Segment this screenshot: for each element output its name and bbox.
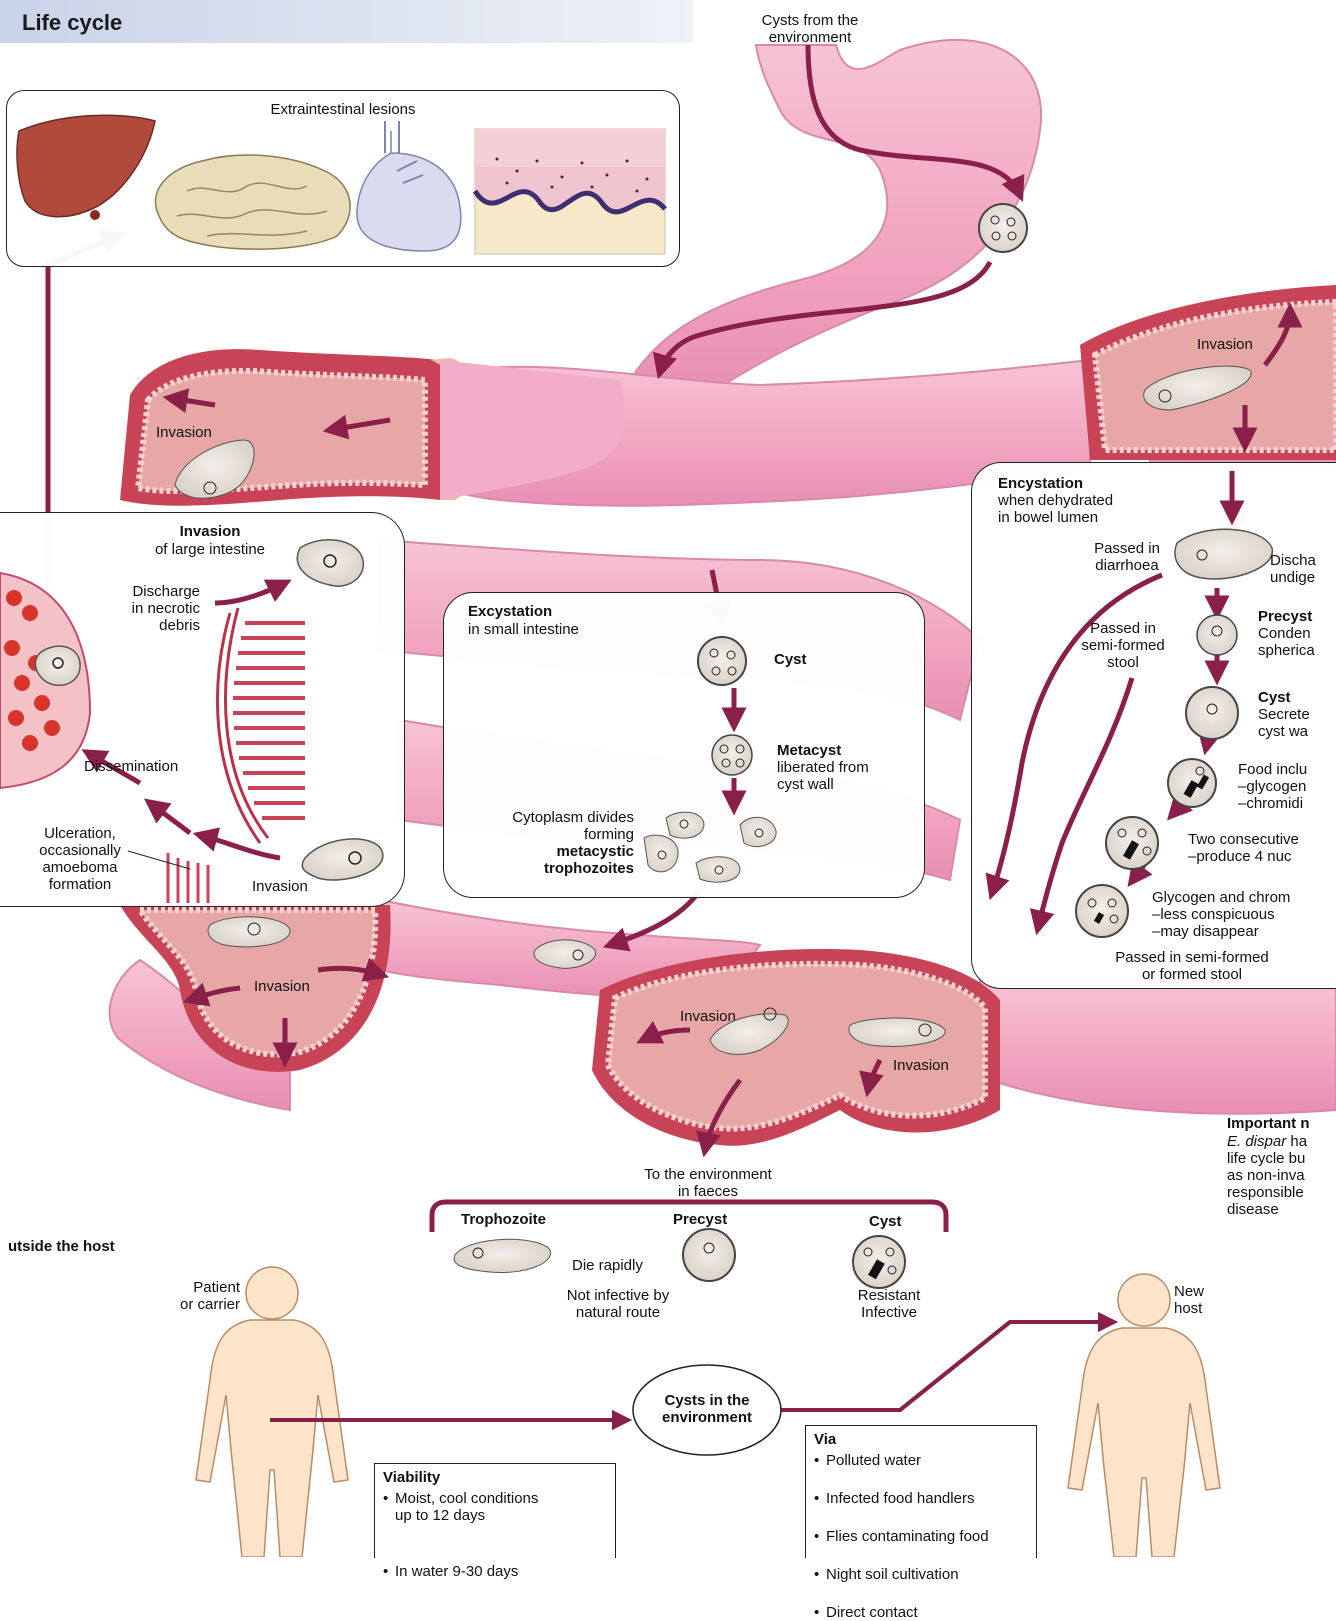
cyst-icon bbox=[1168, 759, 1216, 807]
cyst-label: Cyst bbox=[774, 651, 807, 668]
via-item: Night soil cultivation bbox=[814, 1566, 1044, 1583]
intestinal-wall-section bbox=[218, 608, 268, 843]
important-note-title: Important n bbox=[1227, 1115, 1310, 1132]
lung-icon bbox=[357, 121, 461, 251]
important-note-body: life cycle bu as non-inva responsible di… bbox=[1227, 1150, 1305, 1218]
colon-section-bottom bbox=[592, 949, 1000, 1146]
precyst-title: Precyst bbox=[1258, 608, 1312, 625]
dissemination-label: Dissemination bbox=[84, 758, 178, 775]
excystation-subtitle: in small intestine bbox=[468, 621, 579, 638]
life-cycle-diagram: Life cycle Cysts from the environment Ex… bbox=[0, 0, 1336, 1557]
cyst-icon bbox=[1106, 817, 1158, 869]
discharge-partial-label: Discha undige bbox=[1270, 552, 1316, 586]
invasion-label-upper-left: Invasion bbox=[156, 424, 212, 441]
excystation-panel: Excystation in small intestine Cyst Meta… bbox=[443, 592, 925, 898]
patient-label: Patient or carrier bbox=[140, 1279, 240, 1313]
precyst-icon bbox=[1197, 615, 1237, 655]
resistant-infective-label: Resistant Infective bbox=[829, 1287, 949, 1321]
trophozoite-heading: Trophozoite bbox=[461, 1211, 546, 1228]
trophozoite-icon bbox=[1175, 529, 1272, 579]
via-item: Direct contact bbox=[814, 1604, 1044, 1621]
outside-host-heading: utside the host bbox=[8, 1238, 115, 1255]
header-bar: Life cycle bbox=[0, 0, 693, 43]
via-item: Flies contaminating food bbox=[814, 1528, 1044, 1545]
skin-icon bbox=[475, 129, 665, 254]
page-title: Life cycle bbox=[22, 10, 122, 36]
excystation-title: Excystation bbox=[468, 603, 552, 620]
glycogen-label: Glycogen and chrom –less conspicuous –ma… bbox=[1152, 889, 1290, 940]
via-title: Via bbox=[814, 1431, 836, 1448]
invasion-panel: Invasion of large intestine Discharge in… bbox=[0, 512, 405, 907]
cyst-icon bbox=[698, 637, 746, 685]
cyst-icon bbox=[1186, 687, 1238, 739]
important-note-species: E. dispar bbox=[1227, 1133, 1286, 1150]
ulceration-label: Ulceration, occasionally amoeboma format… bbox=[20, 825, 140, 893]
encystation-title: Encystation bbox=[998, 475, 1083, 492]
viability-box: Viability Moist, cool conditions up to 1… bbox=[374, 1463, 616, 1558]
cyst-heading: Cyst bbox=[869, 1213, 902, 1230]
invasion-label-lower-left: Invasion bbox=[254, 978, 310, 995]
invasion-label-bottom-a: Invasion bbox=[680, 1008, 736, 1025]
via-item: Infected food handlers bbox=[814, 1490, 1044, 1507]
cyst-title: Cyst bbox=[1258, 689, 1291, 706]
ulceration-tissue bbox=[168, 853, 208, 903]
invasion-panel-title: Invasion bbox=[130, 523, 290, 540]
cytoplasm-divides-label: Cytoplasm divides forming bbox=[454, 809, 634, 843]
discharge-label: Discharge in necrotic debris bbox=[90, 583, 200, 634]
via-box: Via Polluted water Infected food handler… bbox=[805, 1425, 1037, 1558]
invasion-label-upper-right: Invasion bbox=[1197, 336, 1253, 353]
via-item: Polluted water bbox=[814, 1452, 1044, 1469]
passed-semiformed-label: Passed in semi-formed stool bbox=[1068, 620, 1178, 671]
important-note-first-line-rest: ha bbox=[1286, 1133, 1307, 1150]
organ-illustrations bbox=[7, 91, 679, 266]
two-consecutive-label: Two consecutive –produce 4 nuc bbox=[1188, 831, 1299, 865]
cyst-description: Secrete cyst wa bbox=[1258, 706, 1310, 740]
metacyst-description: liberated from cyst wall bbox=[777, 759, 869, 793]
important-note-first-line: E. dispar ha bbox=[1227, 1133, 1307, 1150]
viability-item: In water 9-30 days bbox=[383, 1563, 623, 1580]
precyst-description: Conden spherica bbox=[1258, 625, 1315, 659]
villi bbox=[233, 623, 305, 818]
precyst-heading: Precyst bbox=[673, 1211, 727, 1228]
new-host-label: New host bbox=[1174, 1283, 1204, 1317]
die-rapidly-label: Die rapidly bbox=[572, 1257, 643, 1274]
passed-diarrhoea-label: Passed in diarrhoea bbox=[1072, 540, 1182, 574]
colon-section-upper-right bbox=[1080, 285, 1336, 460]
metacyst-icon bbox=[712, 735, 752, 775]
encystation-subtitle: when dehydrated in bowel lumen bbox=[998, 492, 1113, 526]
invasion-panel-subtitle: of large intestine bbox=[110, 541, 310, 558]
metacyst-title: Metacyst bbox=[777, 742, 841, 759]
invasion-label: Invasion bbox=[252, 878, 308, 895]
passed-formed-label: Passed in semi-formed or formed stool bbox=[1092, 949, 1292, 983]
liver-icon bbox=[17, 115, 155, 220]
cyst-icon bbox=[1076, 885, 1128, 937]
viability-title: Viability bbox=[383, 1469, 440, 1486]
cysts-from-environment-label: Cysts from the environment bbox=[735, 12, 885, 46]
viability-item: Moist, cool conditions up to 12 days bbox=[383, 1490, 623, 1524]
encystation-panel: Encystation when dehydrated in bowel lum… bbox=[971, 462, 1336, 989]
trophozoite-icon bbox=[35, 646, 80, 685]
cysts-in-environment-label: Cysts in the environment bbox=[633, 1392, 781, 1426]
not-infective-label: Not infective by natural route bbox=[538, 1287, 698, 1321]
metacystic-trophozoites bbox=[644, 812, 776, 882]
to-environment-label: To the environment in faeces bbox=[608, 1166, 808, 1200]
food-inclusions-label: Food inclu –glycogen –chromidi bbox=[1238, 761, 1307, 812]
metacystic-trophozoites-label: metacystic trophozoites bbox=[454, 843, 634, 877]
invasion-label-bottom-b: Invasion bbox=[893, 1057, 949, 1074]
trophozoite-icon bbox=[302, 839, 383, 880]
extraintestinal-lesions-box: Extraintestinal lesions bbox=[6, 90, 680, 267]
brain-icon bbox=[156, 155, 351, 249]
